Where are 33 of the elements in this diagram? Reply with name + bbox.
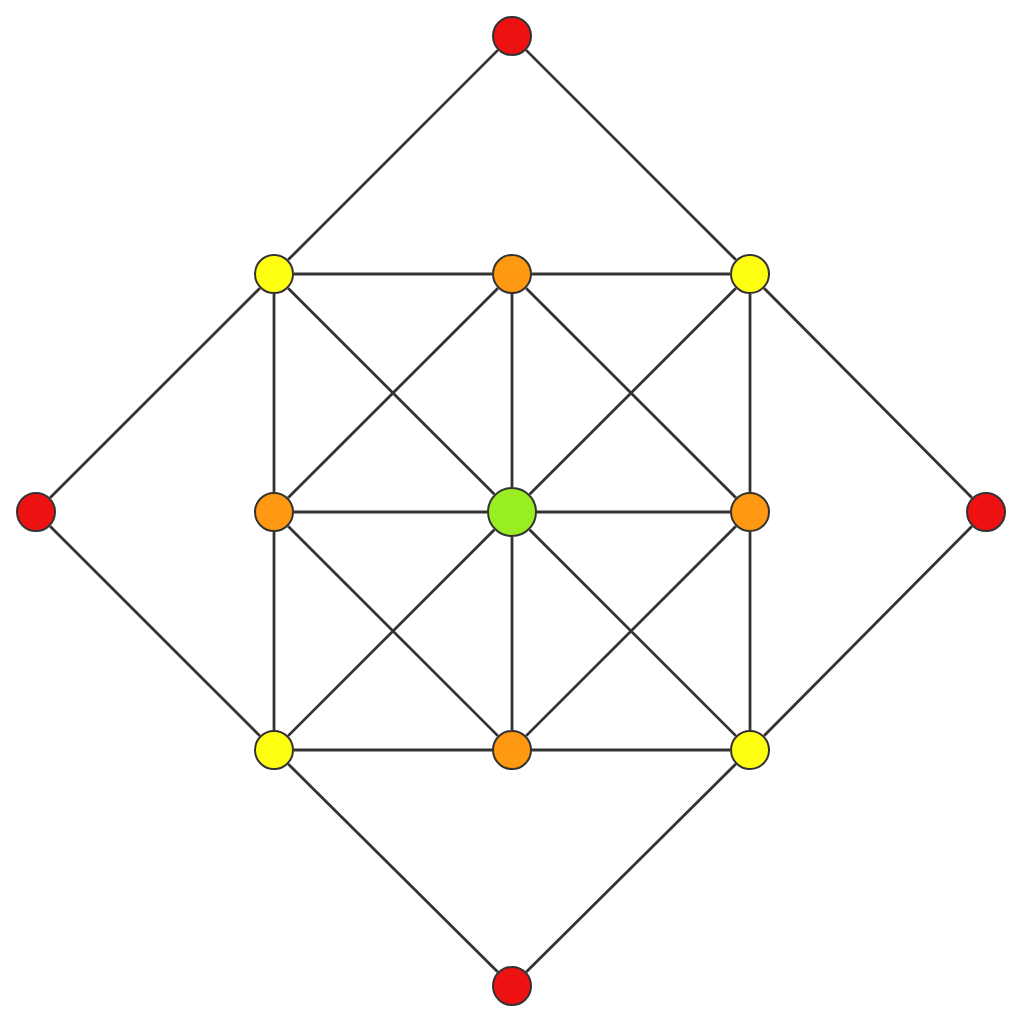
graph-vertex [492,16,532,56]
graph-vertex [254,730,294,770]
graph-edge [763,287,973,499]
graph-edge [287,49,499,261]
spoke-line [537,510,730,514]
graph-vertex [16,492,56,532]
graph-vertex [254,492,294,532]
graph-vertex [492,966,532,1006]
spoke-line [294,510,487,514]
graph-vertex [730,492,770,532]
graph-vertex [730,730,770,770]
graph-edge [294,748,492,752]
graph-edge [49,525,261,737]
spoke-line [510,294,514,487]
graph-edge [532,272,730,276]
graph-edge [525,49,737,261]
graph-vertex [492,730,532,770]
graph-edge [272,532,276,730]
graph-vertex [487,487,537,537]
spoke-line [510,537,514,730]
graph-edge [748,294,752,492]
graph-vertex [730,254,770,294]
graph-vertex [966,492,1006,532]
graph-edge [49,287,261,499]
graph-edge [287,763,499,973]
graph-edge [294,272,492,276]
graph-vertex [254,254,294,294]
graph-edge [525,763,737,973]
graph-edge [763,525,973,737]
graph-edge [748,532,752,730]
graph-edge [272,294,276,492]
graph-edge [532,748,730,752]
graph-vertex [492,254,532,294]
